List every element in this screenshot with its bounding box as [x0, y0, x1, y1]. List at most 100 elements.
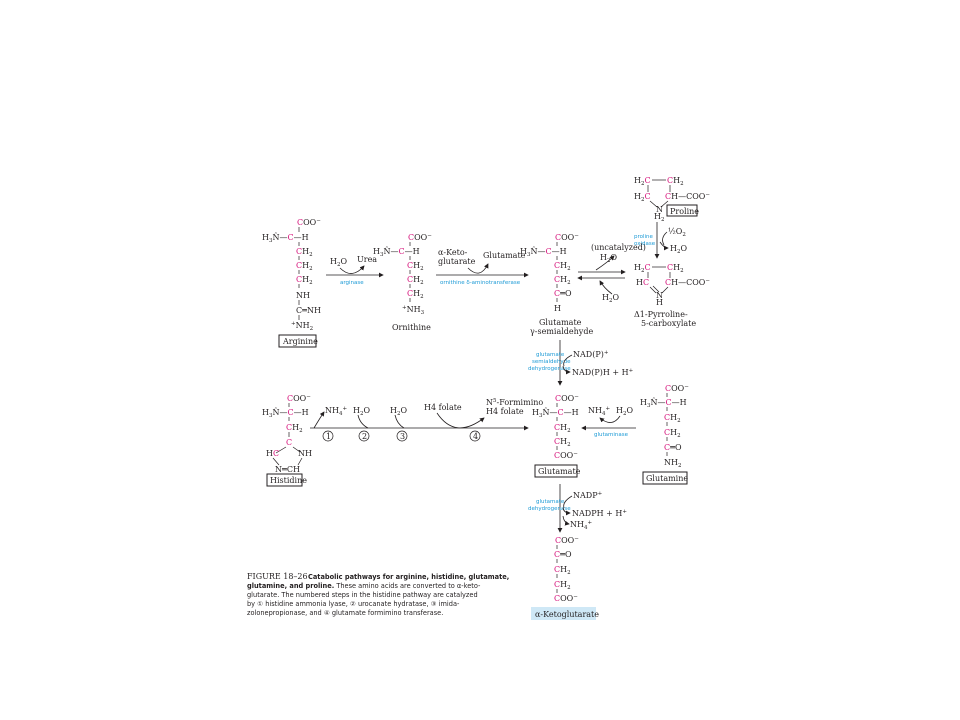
svg-text:CH2: CH2: [296, 261, 313, 272]
svg-text:COO−: COO−: [555, 233, 579, 242]
caption-line2: glutarate. The numbered steps in the his…: [247, 591, 478, 599]
h2o-reverse: H2O: [602, 293, 619, 304]
step-2: 2: [362, 432, 367, 441]
step-4: 4: [473, 432, 478, 441]
pyrroline-structure: H2C CH2 HC CH—COO− N H Δ1-Pyrroline- 5-c…: [634, 263, 710, 328]
svg-text:H3N̂—C—H: H3N̂—C—H: [262, 408, 309, 419]
proline-oxidase-label-2: oxidase: [634, 241, 656, 247]
gsa-dh-label-1: glutamate: [536, 352, 565, 358]
urea-label: Urea: [357, 255, 377, 264]
histidine-structure: COO− H3N̂—C—H CH2 C HC NH N═CH Histidine: [262, 394, 312, 487]
svg-text:+NH3: +NH3: [402, 305, 425, 316]
pyrroline-name-2: 5-carboxylate: [641, 319, 696, 328]
h2o-uncatalyzed: H2O: [600, 253, 617, 264]
alpha-keto-2: glutarate: [438, 257, 476, 266]
svg-text:COO−: COO−: [554, 451, 578, 460]
ornithine-transaminase-label: ornithine δ-aminotransferase: [440, 280, 521, 286]
glutamine-label: Glutamine: [646, 474, 688, 483]
svg-text:COO−: COO−: [555, 394, 579, 403]
svg-text:COO−: COO−: [555, 536, 579, 545]
svg-text:CH—COO−: CH—COO−: [665, 278, 710, 287]
step-1: 1: [326, 432, 331, 441]
svg-text:CH2: CH2: [664, 428, 681, 439]
arginase-label: arginase: [340, 280, 364, 286]
proline-label: Proline: [670, 207, 699, 216]
h2o-step2: H2O: [353, 406, 370, 417]
svg-text:C═O: C═O: [554, 289, 572, 298]
svg-text:NH2: NH2: [664, 458, 681, 469]
step-3: 3: [400, 432, 405, 441]
figure-caption: FIGURE 18–26 Catabolic pathways for argi…: [247, 572, 509, 617]
formimino-2: H4 folate: [486, 407, 524, 416]
caption-line4: zolonepropionase, and ④ glutamate formim…: [247, 609, 443, 617]
svg-text:COO−: COO−: [297, 218, 321, 227]
svg-text:CH2: CH2: [554, 423, 571, 434]
svg-text:FIGURE 18–26: FIGURE 18–26: [247, 572, 308, 581]
svg-text:CH2: CH2: [554, 275, 571, 286]
svg-text:COO−: COO−: [665, 384, 689, 393]
svg-text:COO−: COO−: [287, 394, 311, 403]
glutamate-structure: COO− H3N̂—C—H CH2 CH2 COO− Glutamate: [532, 394, 581, 478]
h2o-glutaminase: H2O: [616, 406, 633, 417]
svg-text:CH2: CH2: [407, 275, 424, 286]
svg-text:H: H: [656, 298, 663, 307]
gsa-dh-label-3: dehydrogenase: [528, 366, 571, 372]
glutamine-structure: COO− H3N̂—C—H CH2 CH2 C═O NH2 Glutamine: [640, 384, 689, 485]
svg-text:HC: HC: [636, 278, 649, 287]
nadp-plus-1: NAD(P)+: [573, 350, 609, 359]
ornithine-structure: COO− H3N̂—C—H CH2 CH2 CH2 +NH3 Ornithine: [373, 233, 432, 332]
svg-text:H2: H2: [654, 212, 664, 223]
svg-text:CH2: CH2: [554, 565, 571, 576]
nh4-gdh: NH4+: [570, 520, 592, 531]
svg-text:H2C: H2C: [634, 176, 651, 187]
svg-text:CH2: CH2: [554, 437, 571, 448]
svg-text:C═NH: C═NH: [296, 306, 321, 315]
svg-text:CH2: CH2: [296, 247, 313, 258]
glutamate-semialdehyde-structure: COO− H3N̂—C—H CH2 CH2 C═O H Glutamate γ-…: [520, 233, 593, 336]
svg-text:CH2: CH2: [407, 261, 424, 272]
h2o-step3: H2O: [390, 406, 407, 417]
proline-structure: H2C CH2 H2C CH—COO− N H2 Proline: [634, 176, 710, 223]
nadph-2: NADPH + H+: [572, 509, 627, 518]
half-o2: ½O2: [668, 227, 686, 238]
svg-text:H3N̂—C—H: H3N̂—C—H: [640, 398, 687, 409]
svg-text:CH2: CH2: [554, 261, 571, 272]
arginine-label: Arginine: [282, 337, 318, 346]
svg-text:NH: NH: [298, 449, 312, 458]
svg-text:H2C: H2C: [634, 263, 651, 274]
svg-text:glutamine, and proline. These: glutamine, and proline. These amino acid…: [247, 582, 481, 590]
svg-text:CH2: CH2: [407, 289, 424, 300]
h4-folate: H4 folate: [424, 403, 462, 412]
svg-text:CH2: CH2: [667, 176, 684, 187]
svg-text:N: N: [656, 205, 663, 214]
svg-text:H2C: H2C: [634, 192, 651, 203]
caption-line3: by ① histidine ammonia lyase, ② urocanat…: [247, 600, 460, 608]
svg-text:CH2: CH2: [667, 263, 684, 274]
glutamate-label: Glutamate: [538, 467, 581, 476]
glutamate-product: Glutamate: [483, 251, 526, 260]
histidine-label: Histidine: [270, 476, 307, 485]
svg-text:N═CH: N═CH: [275, 465, 300, 474]
svg-text:H3N̂—C—H: H3N̂—C—H: [373, 247, 420, 258]
nh4-glutaminase: NH4+: [588, 406, 610, 417]
alpha-ketoglutarate-label: α-Ketoglutarate: [535, 610, 599, 619]
glu-dh-label-2: dehydrogenase: [528, 506, 571, 512]
svg-text:H3N̂—C—H: H3N̂—C—H: [262, 233, 309, 244]
svg-text:NH: NH: [296, 291, 310, 300]
gsa-dh-label-2: semialdehyde: [532, 359, 571, 365]
glu-dh-label-1: glutamate: [536, 499, 565, 505]
svg-text:+NH2: +NH2: [291, 321, 313, 332]
arginine-structure: COO− H3N̂—C—H CH2 CH2 CH2 NH C═NH +NH2 A…: [262, 218, 321, 348]
svg-text:CH2: CH2: [286, 423, 303, 434]
proline-oxidase-label: proline: [634, 234, 654, 240]
step-markers: 1 2 3 4: [322, 430, 481, 442]
svg-text:CH2: CH2: [664, 413, 681, 424]
svg-text:CH—COO−: CH—COO−: [665, 192, 710, 201]
svg-text:HC: HC: [266, 449, 279, 458]
svg-text:C═O: C═O: [664, 443, 682, 452]
glutaminase-label: glutaminase: [594, 432, 629, 438]
svg-text:CH2: CH2: [296, 275, 313, 286]
h2o-proline: H2O: [670, 244, 687, 255]
svg-text:H: H: [554, 304, 561, 313]
